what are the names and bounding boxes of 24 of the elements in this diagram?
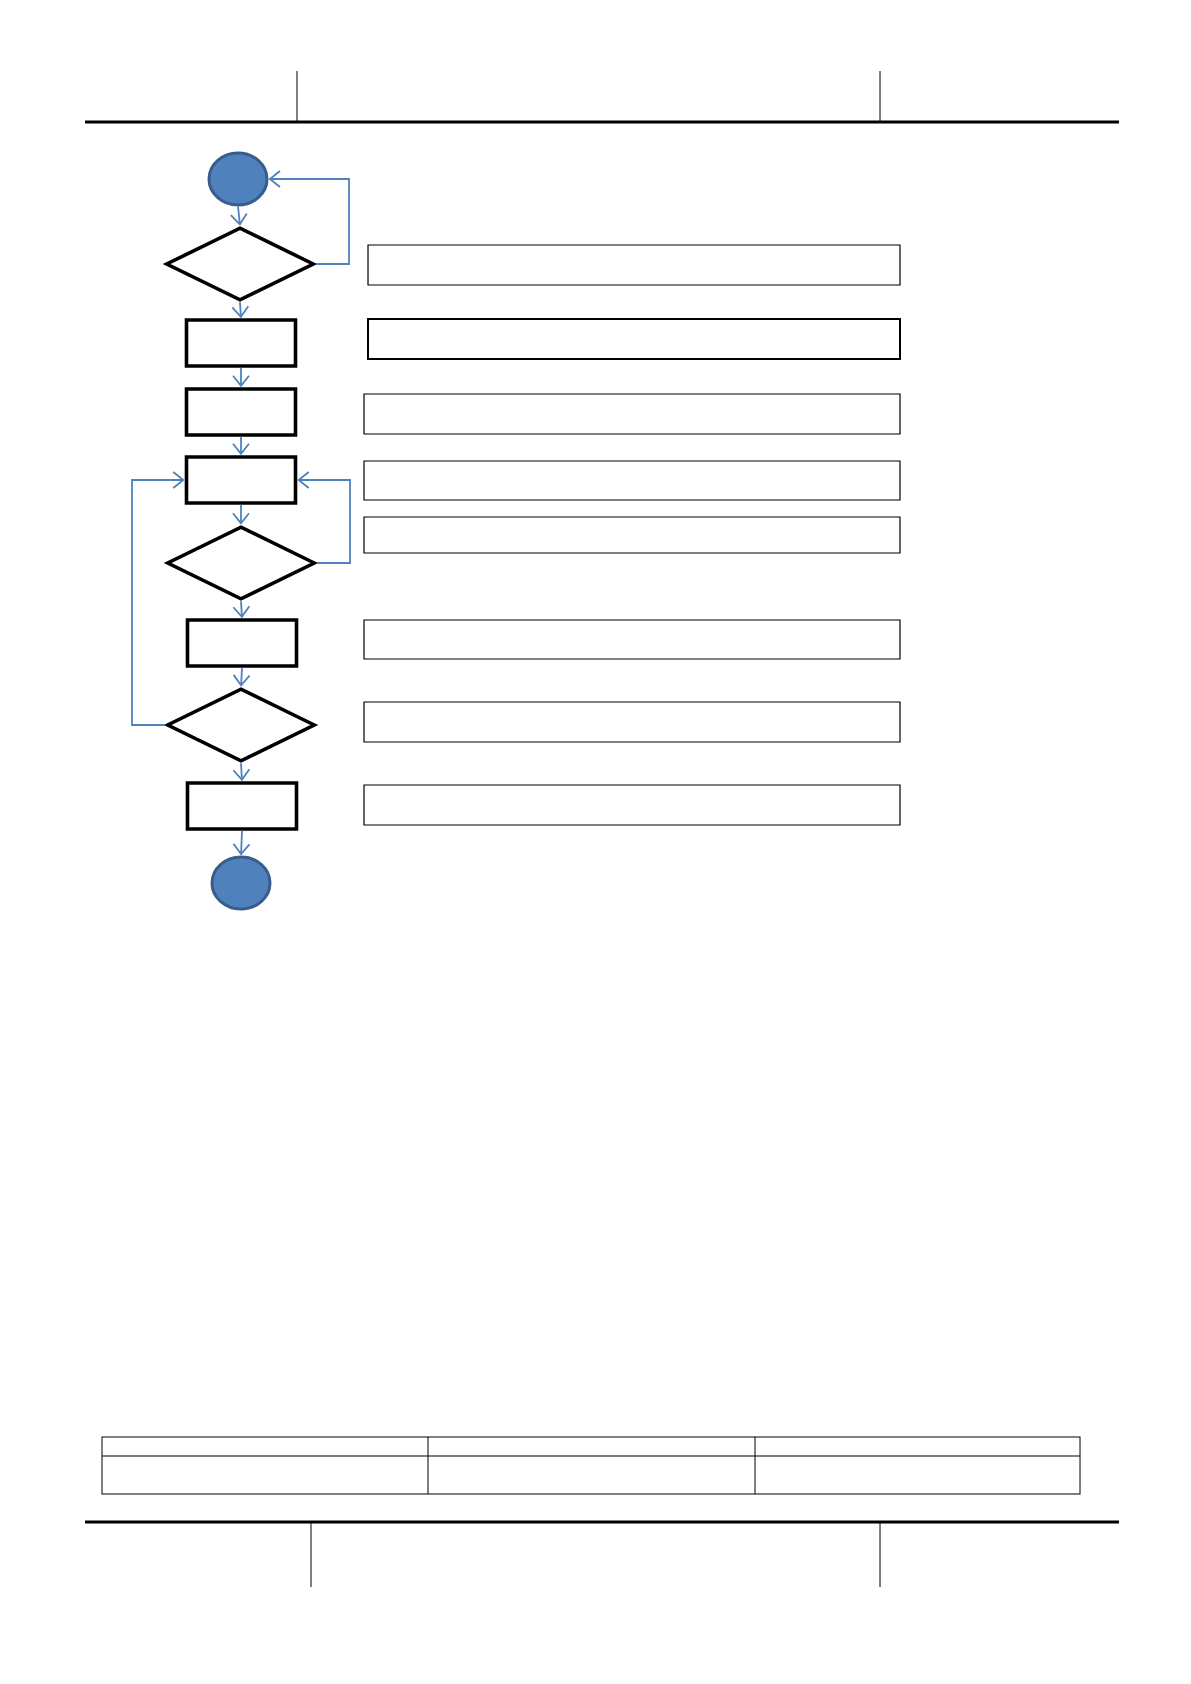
terminal-circle xyxy=(210,855,272,911)
note-box xyxy=(363,619,901,660)
process-box xyxy=(185,618,299,668)
process-box xyxy=(184,318,298,368)
arrow xyxy=(232,503,250,525)
arrow xyxy=(131,471,185,726)
arrow xyxy=(232,666,251,687)
arrow xyxy=(232,435,250,456)
process-box xyxy=(185,781,299,831)
note-box xyxy=(363,701,901,743)
arrow xyxy=(232,829,251,856)
note-box xyxy=(363,460,901,501)
arrow xyxy=(268,170,350,265)
note-box xyxy=(367,244,901,286)
note-box xyxy=(367,318,901,360)
note-box xyxy=(363,516,901,554)
terminal-circle xyxy=(207,151,269,207)
process-box xyxy=(184,455,298,505)
arrow xyxy=(297,471,351,564)
arrow xyxy=(229,205,248,226)
process-box xyxy=(184,387,298,437)
arrow xyxy=(232,366,250,388)
note-box xyxy=(363,784,901,826)
note-box xyxy=(363,393,901,435)
